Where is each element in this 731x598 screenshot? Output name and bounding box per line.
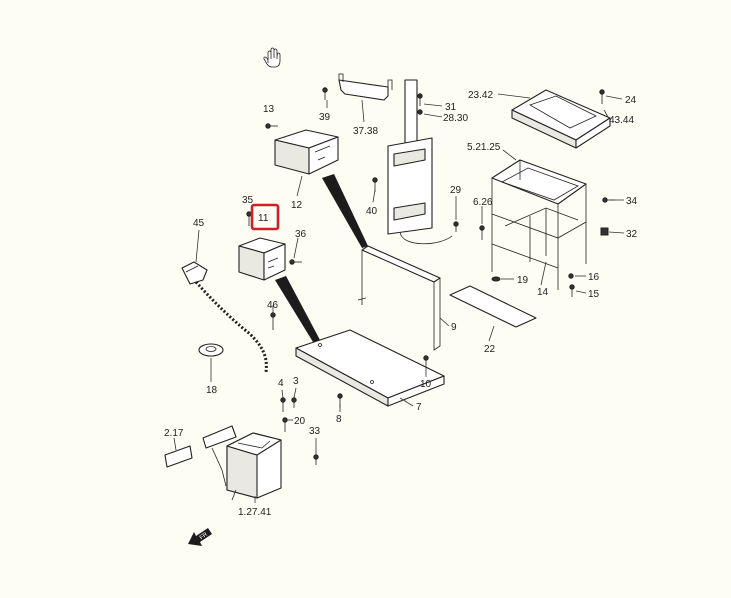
callout-34: 34	[626, 196, 638, 207]
callout-35: 35	[242, 195, 254, 206]
callout-14: 14	[537, 287, 549, 298]
part-7-base-plate	[295, 329, 445, 407]
callout-4: 4	[278, 378, 284, 389]
callout-33: 33	[309, 426, 321, 437]
hand-pointer-icon	[263, 47, 281, 68]
callout-1-27-41: 1.27.41	[238, 507, 272, 518]
callout-46: 46	[267, 300, 279, 311]
callout-37-38: 37.38	[353, 126, 378, 137]
callout-7: 7	[416, 402, 422, 413]
callout-labels: 13 39 37.38 31 28.30 23.42 24 43.44 12 5…	[164, 90, 638, 518]
callout-28-30: 28.30	[443, 113, 468, 124]
callout-16: 16	[588, 272, 600, 283]
callout-36: 36	[295, 229, 307, 240]
part-22-plate	[449, 285, 537, 328]
callout-31: 31	[445, 102, 457, 113]
svg-text:FR: FR	[199, 531, 210, 541]
callout-13: 13	[263, 104, 275, 115]
callout-23-42: 23.42	[468, 90, 493, 101]
leader-lines	[173, 93, 625, 503]
part-9-frame	[357, 245, 441, 351]
callout-43-44: 43.44	[609, 115, 634, 126]
callout-22: 22	[484, 344, 496, 355]
part-12-battery-tray	[274, 129, 339, 175]
highlight-box-part-11	[250, 203, 280, 231]
assembly-arrow-upper	[322, 174, 368, 248]
callout-11: 11	[258, 213, 269, 224]
callout-45: 45	[193, 218, 205, 229]
part-11-block	[238, 237, 286, 281]
callout-2-17: 2.17	[164, 428, 184, 439]
callout-9: 9	[451, 322, 457, 333]
part-5-21-25-stand	[491, 159, 587, 290]
callout-15: 15	[588, 289, 600, 300]
callout-12: 12	[291, 200, 303, 211]
callout-8: 8	[336, 414, 342, 425]
callout-18: 18	[206, 385, 218, 396]
part-1-27-41-housing	[211, 432, 282, 501]
callout-40: 40	[366, 206, 378, 217]
part-45-cable	[181, 261, 268, 373]
direction-arrow-icon: FR	[188, 528, 212, 546]
assembly-arrow-lower	[275, 276, 320, 342]
part-2-17-plates	[164, 425, 237, 468]
part-18-grommet	[198, 343, 224, 357]
part-37-38-bracket	[338, 73, 393, 101]
callout-32: 32	[626, 229, 638, 240]
part-23-42-cover	[511, 89, 611, 149]
callout-3: 3	[293, 376, 299, 387]
callout-6-26: 6.26	[473, 197, 493, 208]
callout-24: 24	[625, 95, 637, 106]
part-40-upright-bracket	[387, 79, 453, 245]
callout-20: 20	[294, 416, 306, 427]
callout-19: 19	[517, 275, 529, 286]
callout-10: 10	[420, 379, 432, 390]
callout-29: 29	[450, 185, 462, 196]
callout-5-21-25: 5.21.25	[467, 142, 501, 153]
callout-39: 39	[319, 112, 331, 123]
